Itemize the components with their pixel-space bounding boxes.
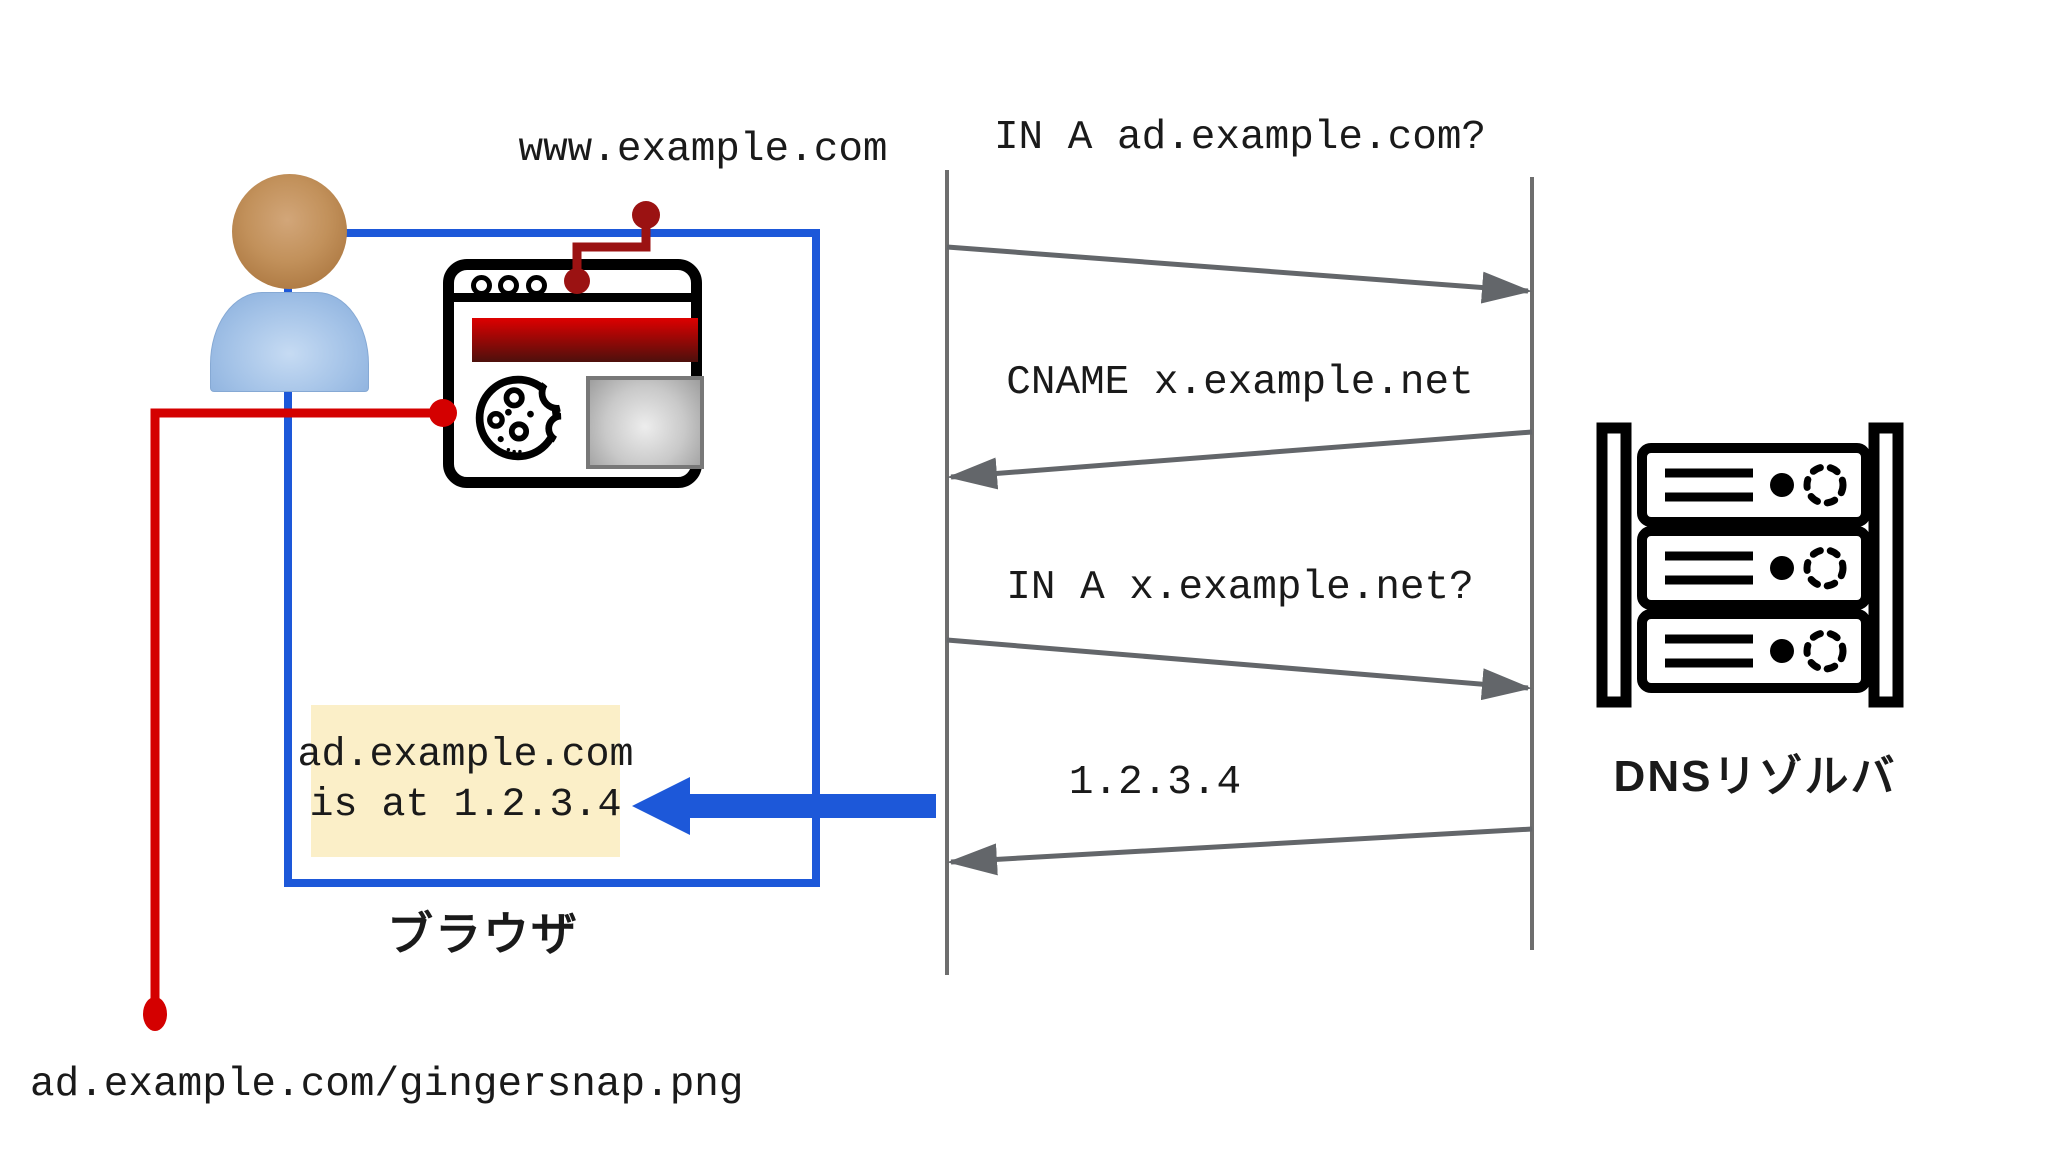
user-icon [232, 174, 347, 289]
red-connector-url-dot [143, 997, 167, 1031]
dns-resolver-label: DNSリゾルバ [1613, 752, 1897, 801]
ad-banner [472, 318, 698, 362]
arrow-reply-cname [947, 429, 1533, 490]
browser-label: ブラウザ [387, 908, 579, 960]
window-control-dot [498, 275, 519, 296]
cookie-svg [475, 374, 562, 461]
sequence-message-label: CNAME x.example.net [1006, 360, 1474, 406]
www-request-label: www.example.com [518, 127, 888, 173]
image-request-label: ad.example.com/gingersnap.png [30, 1062, 744, 1108]
sequence-message-label: IN A x.example.net? [1006, 565, 1474, 611]
browser-window-icon [443, 259, 704, 488]
dns-answer-box: ad.example.com is at 1.2.3.4 [297, 705, 634, 857]
window-control-dot [471, 275, 492, 296]
arrow-query-x-example-net [946, 637, 1532, 701]
answer-line1: ad.example.com [297, 733, 634, 778]
server-rack-svg [1596, 422, 1904, 708]
window-control-dot [526, 275, 547, 296]
sequence-message-label: IN A ad.example.com? [993, 115, 1487, 161]
arrow-reply-address [947, 826, 1533, 876]
answer-line2: is at 1.2.3.4 [309, 783, 622, 828]
cookie-icon [470, 370, 566, 466]
server-rack-icon [1590, 420, 1910, 715]
sequence-message-label: 1.2.3.4 [1068, 760, 1242, 806]
arrow-query-ad-example-com [946, 244, 1532, 304]
image-placeholder-icon [586, 376, 704, 469]
user-body-icon [210, 292, 369, 392]
red-connector-www-dot-top [632, 201, 660, 229]
browser-titlebar [454, 270, 691, 302]
